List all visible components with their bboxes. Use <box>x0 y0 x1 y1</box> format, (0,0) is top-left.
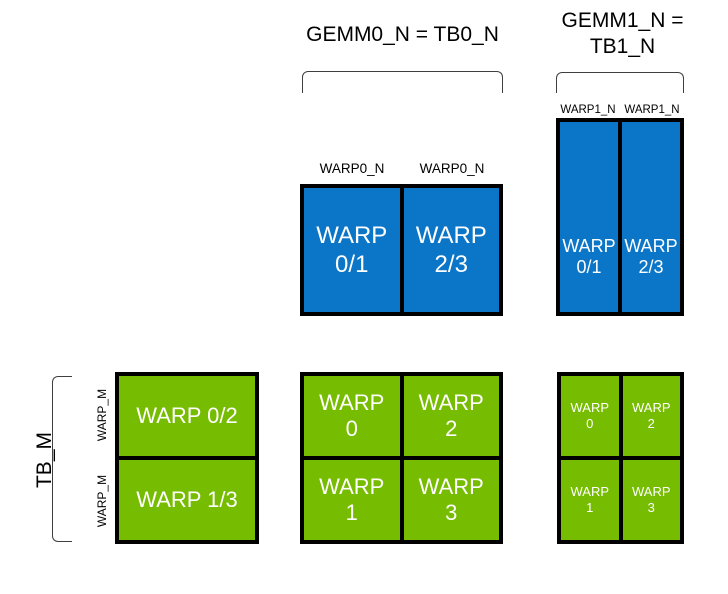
tb-m-bracket <box>52 376 72 542</box>
gemm0-blue-block[interactable]: WARP 0/1 WARP 2/3 <box>300 184 503 316</box>
green-cell-warp-0-2[interactable]: WARP 0/2 <box>119 376 255 456</box>
warp1n-label-right: WARP1_N <box>624 104 680 116</box>
blue-cell-warp-2-3[interactable]: WARP 2/3 <box>399 188 499 312</box>
gemm1-title: GEMM1_N = TB1_N <box>561 9 684 58</box>
warp0n-label-left: WARP0_N <box>319 161 385 176</box>
green-cell-warp-2-right[interactable]: WARP 2 <box>618 376 680 456</box>
green-cell-warp-3[interactable]: WARP 3 <box>399 460 499 540</box>
gemm1-span-bracket <box>556 72 684 93</box>
gemm0-green-row-top: WARP 0 WARP 2 <box>304 376 499 456</box>
green-cell-warp-1-right[interactable]: WARP 1 <box>561 460 619 540</box>
gemm0-title: GEMM0_N = TB0_N <box>306 23 499 46</box>
blue-cell-warp-2-3-right[interactable]: WARP 2/3 <box>618 122 680 312</box>
blue-cell-warp-0-1[interactable]: WARP 0/1 <box>304 188 400 312</box>
green-cell-warp-2[interactable]: WARP 2 <box>399 376 499 456</box>
warp0n-label-right: WARP0_N <box>419 161 485 176</box>
gemm1-blue-block[interactable]: WARP 0/1 WARP 2/3 <box>556 118 684 316</box>
gemm1-green-row-top: WARP 0 WARP 2 <box>561 376 680 456</box>
green-cell-warp-0[interactable]: WARP 0 <box>304 376 400 456</box>
gemm0-green-row-bottom: WARP 1 WARP 3 <box>304 456 499 540</box>
gemm1-green-row-bottom: WARP 1 WARP 3 <box>561 456 680 540</box>
green-cell-warp-0-right[interactable]: WARP 0 <box>561 376 619 456</box>
warp-m-label-top: WARP_M <box>95 388 109 442</box>
green-cell-warp-1-3[interactable]: WARP 1/3 <box>119 456 255 540</box>
green-cell-warp-1[interactable]: WARP 1 <box>304 460 400 540</box>
gemm0-span-bracket <box>302 71 503 93</box>
green-cell-warp-3-right[interactable]: WARP 3 <box>618 460 680 540</box>
gemm0-green-block[interactable]: WARP 0 WARP 2 WARP 1 WARP 3 <box>300 372 503 544</box>
warp-m-label-bottom: WARP_M <box>95 474 109 528</box>
gemm1-green-block[interactable]: WARP 0 WARP 2 WARP 1 WARP 3 <box>557 372 684 544</box>
warp1n-label-left: WARP1_N <box>560 104 616 116</box>
blue-cell-warp-0-1-right[interactable]: WARP 0/1 <box>560 122 618 312</box>
tb-m-green-block[interactable]: WARP 0/2 WARP 1/3 <box>115 372 259 544</box>
